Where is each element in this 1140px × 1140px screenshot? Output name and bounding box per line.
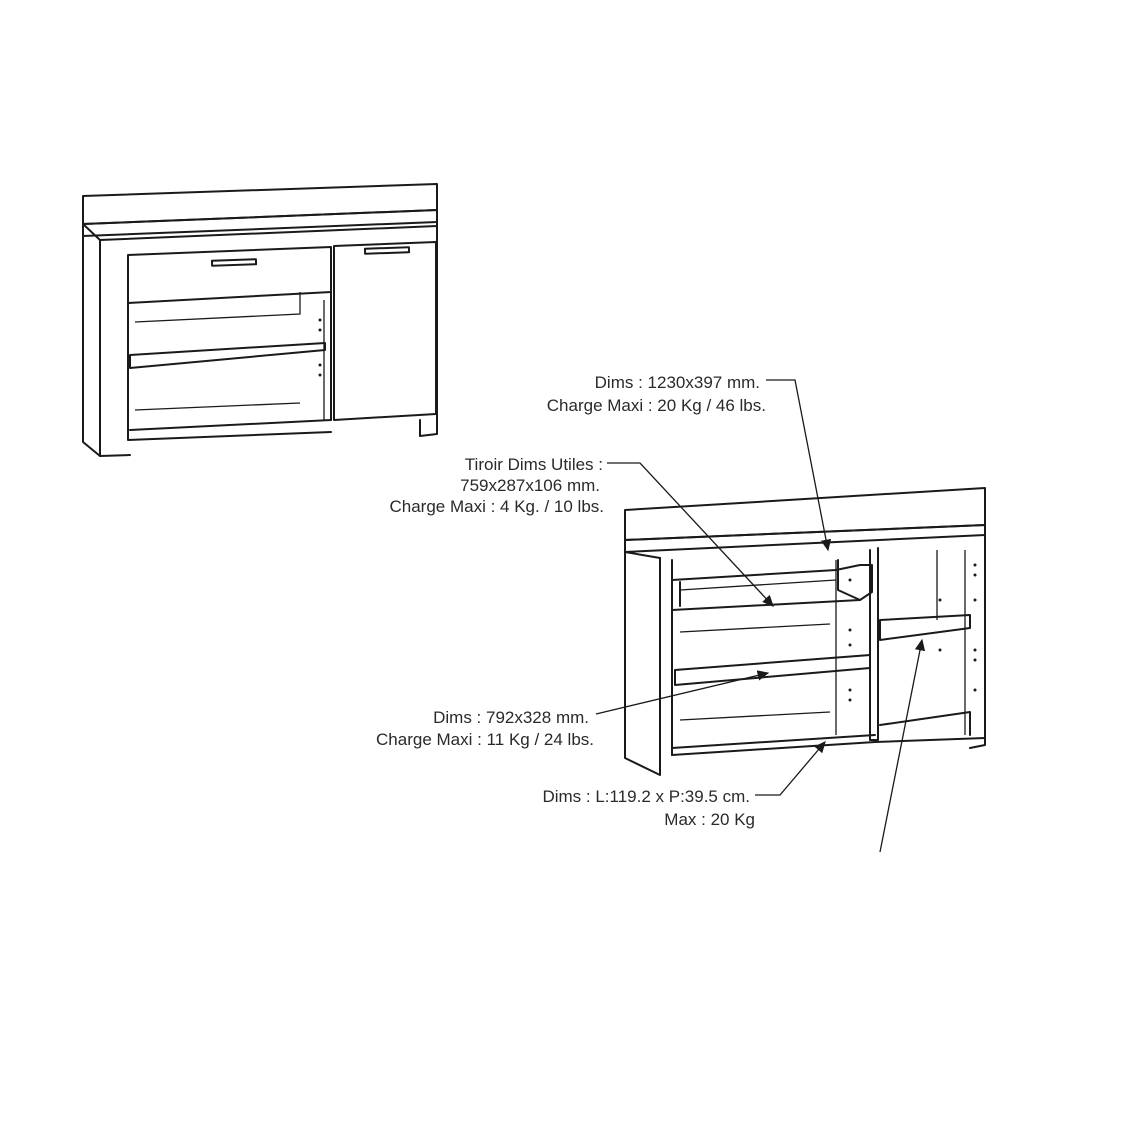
drawer-title: Tiroir Dims Utiles : xyxy=(465,455,603,474)
top-shelf-label: Dims : 1230x397 mm. Charge Maxi : 20 Kg … xyxy=(547,373,766,415)
middle-shelf-load: Charge Maxi : 11 Kg / 24 lbs. xyxy=(376,730,594,749)
leader-lines xyxy=(595,379,926,853)
bottom-shelf-label: Dims : L:119.2 x P:39.5 cm. Max : 20 Kg xyxy=(542,787,755,829)
top-shelf-dims: Dims : 1230x397 mm. xyxy=(595,373,760,392)
cabinet-closed-drawing xyxy=(82,183,438,457)
drawer-load: Charge Maxi : 4 Kg. / 10 lbs. xyxy=(390,497,605,516)
drawer-arrow xyxy=(607,462,774,607)
middle-shelf-arrow xyxy=(595,670,770,715)
drawer-dims: 759x287x106 mm. xyxy=(460,476,600,495)
bottom-shelf-dims: Dims : L:119.2 x P:39.5 cm. xyxy=(542,787,750,806)
bottom-shelf-arrow xyxy=(755,741,826,796)
cabinet-open-drawing xyxy=(624,487,986,776)
right-shelf-arrow xyxy=(879,638,926,853)
middle-shelf-label: Dims : 792x328 mm. Charge Maxi : 11 Kg /… xyxy=(376,708,594,749)
top-shelf-arrow xyxy=(766,379,832,552)
bottom-shelf-load: Max : 20 Kg xyxy=(664,810,755,829)
top-shelf-load: Charge Maxi : 20 Kg / 46 lbs. xyxy=(547,396,766,415)
middle-shelf-dims: Dims : 792x328 mm. xyxy=(433,708,589,727)
drawer-label: Tiroir Dims Utiles : 759x287x106 mm. Cha… xyxy=(390,455,605,516)
